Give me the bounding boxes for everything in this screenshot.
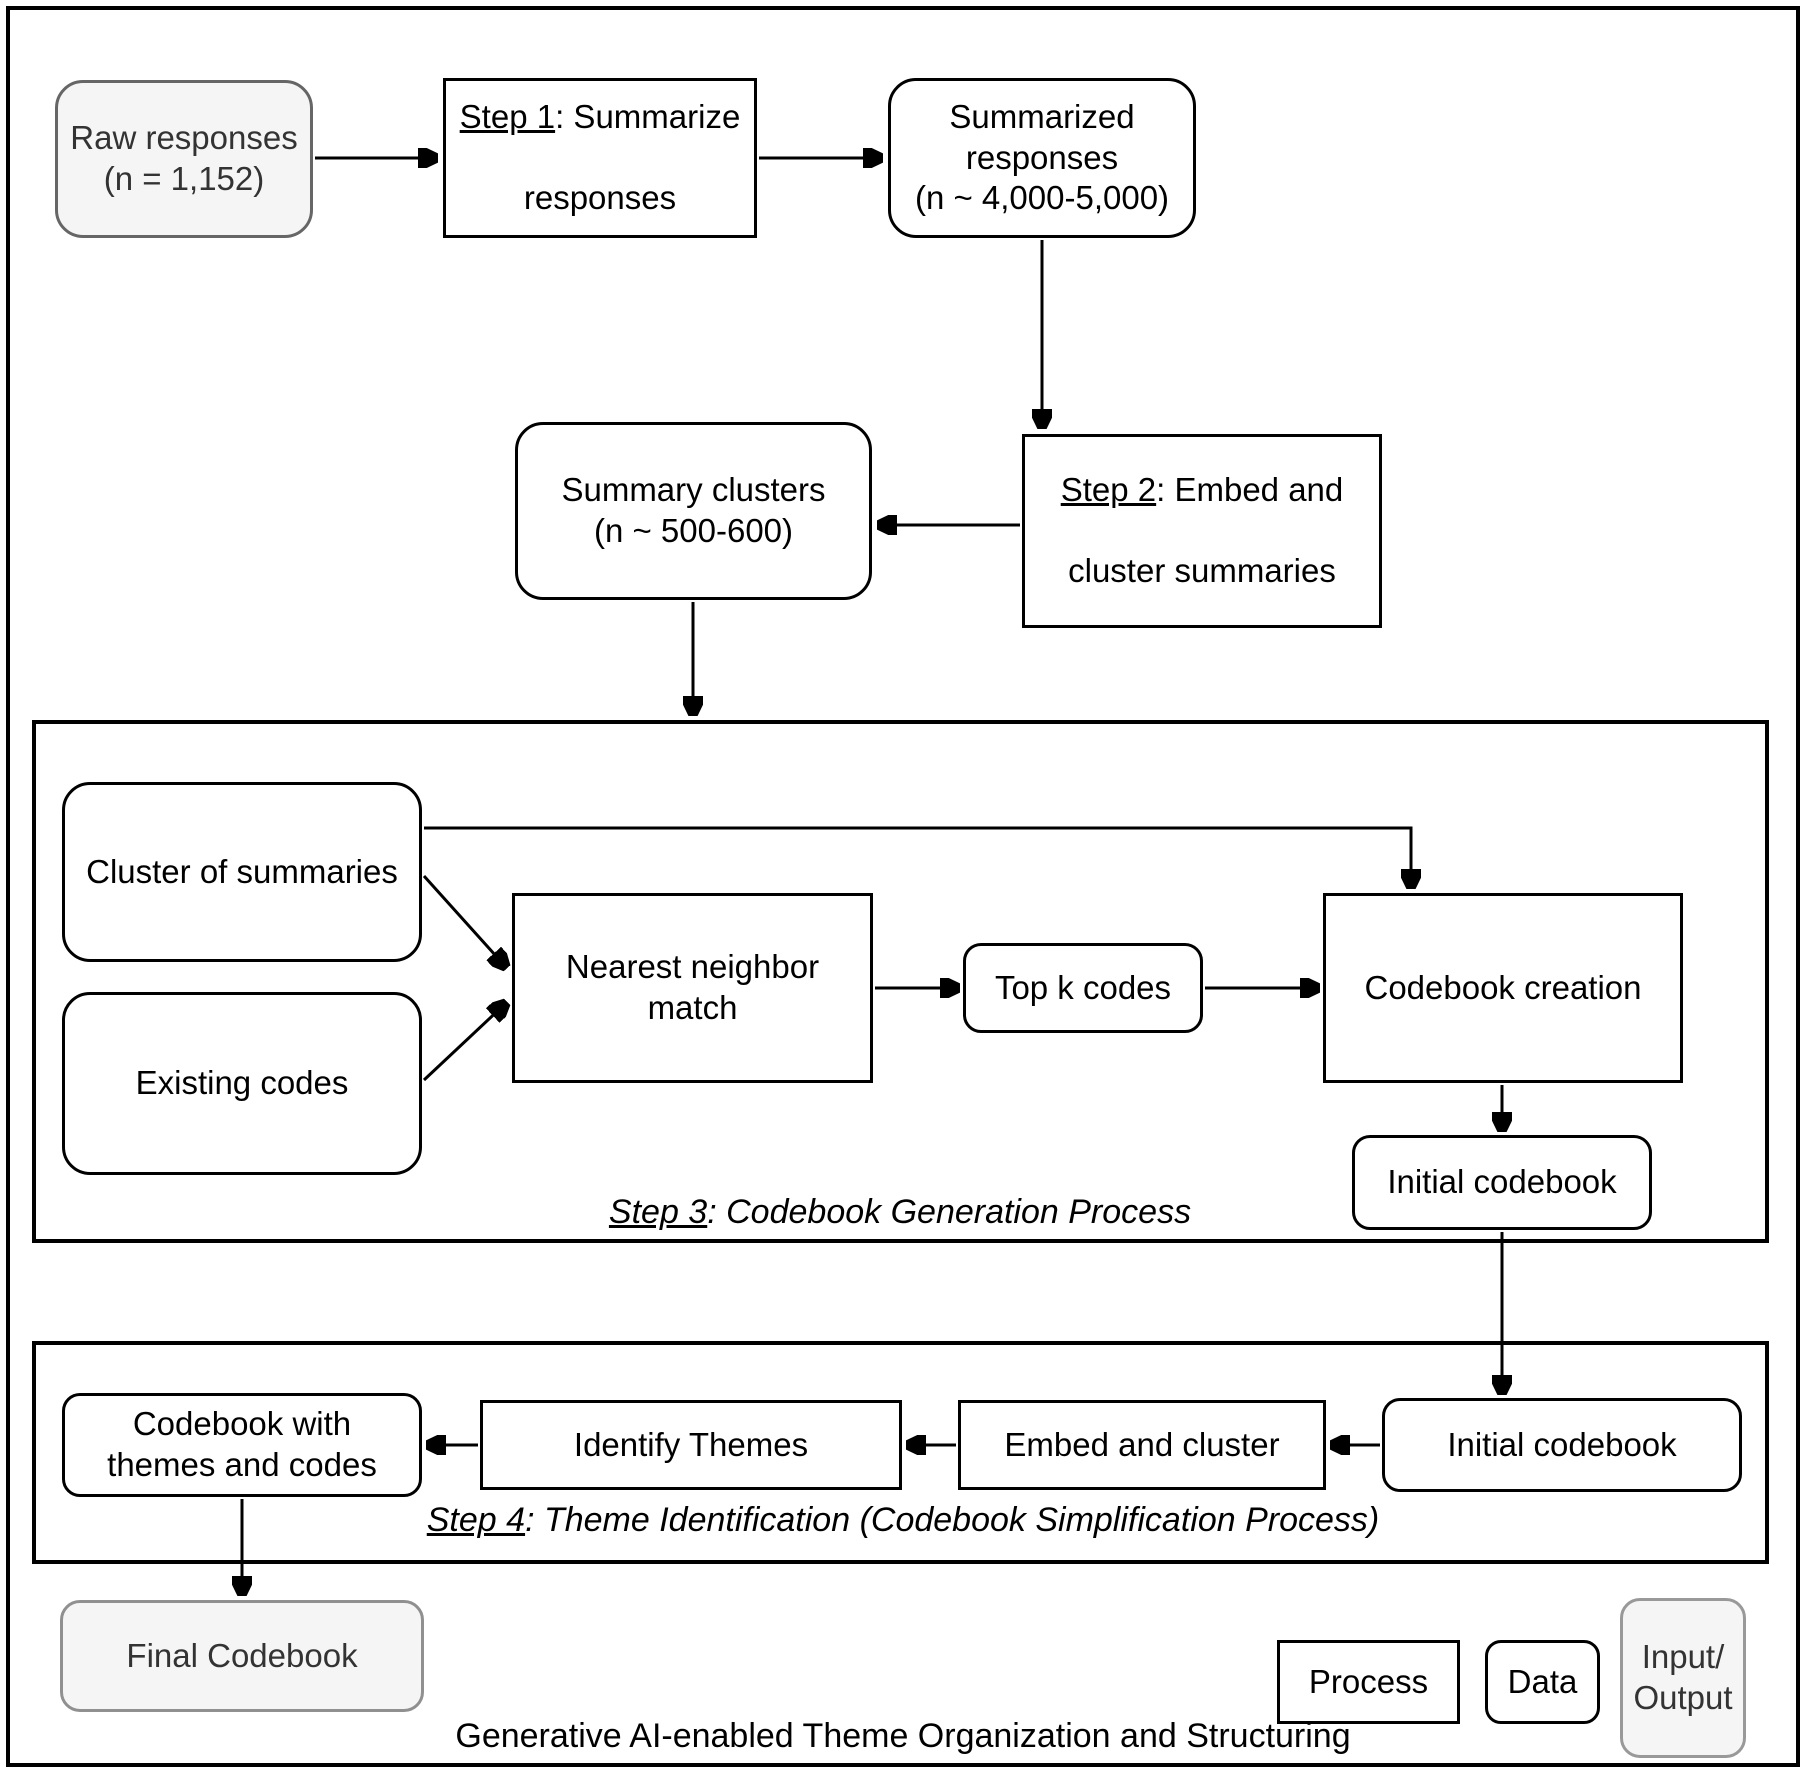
legend-data-box: Data xyxy=(1485,1640,1600,1724)
legend-input-output-box: Input/ Output xyxy=(1620,1598,1746,1758)
summarized-responses-box: Summarized responses (n ~ 4,000-5,000) xyxy=(888,78,1196,238)
embed-and-cluster-box: Embed and cluster xyxy=(958,1400,1326,1490)
initial-codebook-step3-box: Initial codebook xyxy=(1352,1135,1652,1230)
step1-label: Step 1: Summarize responses xyxy=(460,56,741,261)
summary-clusters-box: Summary clusters (n ~ 500-600) xyxy=(515,422,872,600)
codebook-with-themes-label: Codebook with themes and codes xyxy=(107,1405,377,1483)
legend-process-box: Process xyxy=(1277,1640,1460,1724)
step3-container xyxy=(32,720,1769,1243)
outer-border xyxy=(6,6,1800,1767)
summary-clusters-label: Summary clusters (n ~ 500-600) xyxy=(561,471,826,549)
top-k-codes-label: Top k codes xyxy=(994,968,1172,1006)
step3-section-rest: : Codebook Generation Process xyxy=(707,1193,1192,1231)
final-codebook-label: Final Codebook xyxy=(126,1636,358,1674)
legend-data-label: Data xyxy=(1507,1662,1578,1700)
identify-themes-box: Identify Themes xyxy=(480,1400,902,1490)
step4-section-prefix: Step 4 xyxy=(426,1501,526,1539)
step4-container xyxy=(32,1341,1769,1564)
top-k-codes-box: Top k codes xyxy=(963,943,1203,1033)
step3-section-prefix: Step 3 xyxy=(608,1193,708,1231)
step3-section-label: Step 3: Codebook Generation Process xyxy=(400,1192,1400,1233)
codebook-creation-label: Codebook creation xyxy=(1364,968,1642,1006)
raw-responses-box: Raw responses (n = 1,152) xyxy=(55,80,313,238)
codebook-creation-box: Codebook creation xyxy=(1323,893,1683,1083)
raw-responses-label: Raw responses (n = 1,152) xyxy=(70,119,298,197)
cluster-of-summaries-box: Cluster of summaries xyxy=(62,782,422,962)
step2-line2: cluster summaries xyxy=(1068,552,1336,590)
final-codebook-box: Final Codebook xyxy=(60,1600,424,1712)
step1-prefix: Step 1 xyxy=(459,97,556,135)
step4-section-rest: : Theme Identification (Codebook Simplif… xyxy=(525,1501,1380,1539)
step2-box: Step 2: Embed and cluster summaries xyxy=(1022,434,1382,628)
step2-prefix: Step 2 xyxy=(1060,470,1157,508)
cluster-of-summaries-label: Cluster of summaries xyxy=(86,852,398,890)
initial-codebook-step4-label: Initial codebook xyxy=(1447,1425,1677,1463)
summarized-responses-label: Summarized responses (n ~ 4,000-5,000) xyxy=(914,97,1170,217)
nearest-neighbor-box: Nearest neighbor match xyxy=(512,893,873,1083)
step1-line2: responses xyxy=(523,179,677,217)
legend-input-output-label: Input/ Output xyxy=(1633,1638,1733,1716)
nearest-neighbor-label: Nearest neighbor match xyxy=(565,948,820,1026)
embed-and-cluster-label: Embed and cluster xyxy=(1004,1425,1280,1463)
step2-rest: : Embed and xyxy=(1156,470,1344,508)
existing-codes-label: Existing codes xyxy=(135,1064,349,1102)
codebook-with-themes-box: Codebook with themes and codes xyxy=(62,1393,422,1497)
initial-codebook-step3-label: Initial codebook xyxy=(1387,1163,1617,1201)
legend-process-label: Process xyxy=(1308,1662,1429,1700)
initial-codebook-step4-box: Initial codebook xyxy=(1382,1398,1742,1492)
step2-label: Step 2: Embed and cluster summaries xyxy=(1061,429,1344,634)
diagram-title: Generative AI-enabled Theme Organization… xyxy=(455,1717,1351,1755)
identify-themes-label: Identify Themes xyxy=(573,1425,809,1463)
step1-box: Step 1: Summarize responses xyxy=(443,78,757,238)
step4-section-label: Step 4: Theme Identification (Codebook S… xyxy=(353,1500,1453,1541)
step1-rest: : Summarize xyxy=(555,97,741,135)
existing-codes-box: Existing codes xyxy=(62,992,422,1175)
